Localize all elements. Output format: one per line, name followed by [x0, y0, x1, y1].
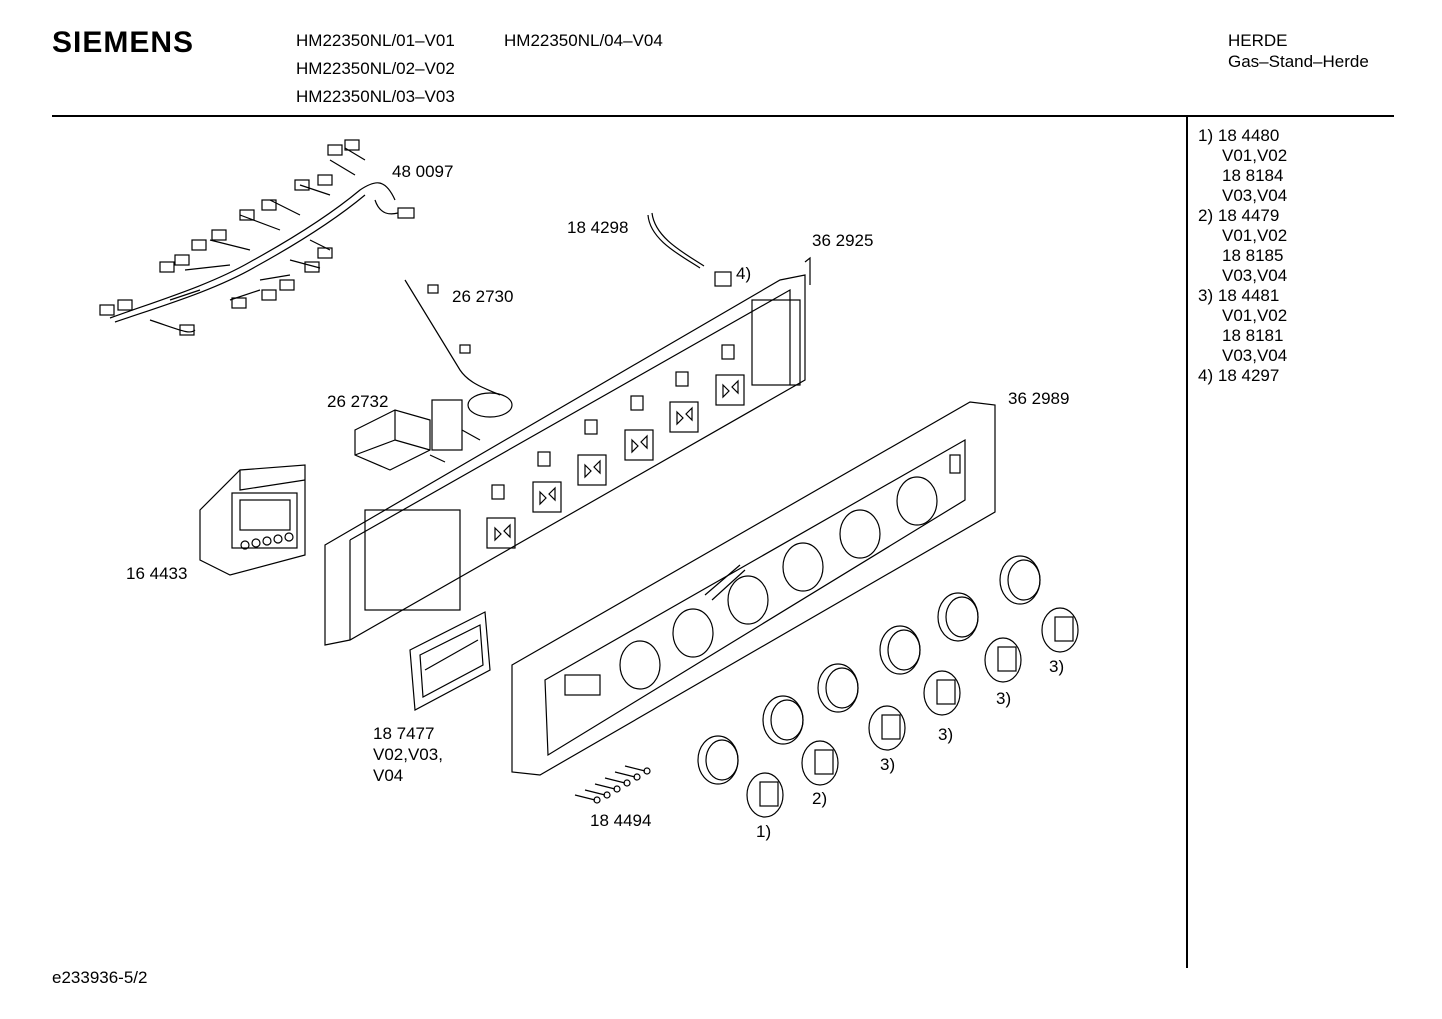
label-wire-harness: 48 0097	[392, 162, 454, 181]
front-control-panel-part	[511, 401, 996, 776]
note-part: 18 4297	[1217, 366, 1280, 385]
note-row: V01,V02	[1198, 146, 1287, 166]
note-part: V03,V04	[1222, 346, 1288, 365]
label-display-module: 16 4433	[126, 564, 188, 583]
note-row: 18 8185	[1198, 246, 1287, 266]
note-row: 1) 18 4480	[1198, 126, 1287, 146]
brand-logo: SIEMENS	[52, 26, 195, 59]
wire-harness-part	[99, 139, 415, 336]
label-ref-3a: 3)	[880, 755, 896, 774]
note-row: V01,V02	[1198, 226, 1287, 246]
note-row: 18 8184	[1198, 166, 1287, 186]
display-module-part	[199, 464, 306, 576]
label-ref-3d: 3)	[1049, 657, 1065, 676]
note-part: V01,V02	[1222, 226, 1288, 245]
screws-part	[574, 765, 651, 804]
note-row: V03,V04	[1198, 186, 1287, 206]
note-part: V03,V04	[1222, 266, 1288, 285]
label-rotary-switch: 26 2732	[327, 392, 389, 411]
connector-wire-part	[647, 212, 732, 287]
note-part: 18 4479	[1217, 206, 1280, 225]
knob-parts	[746, 607, 1079, 818]
label-handle-versions-1: V02,V03,	[373, 745, 443, 764]
note-row: V03,V04	[1198, 266, 1287, 286]
drawing-id: e233936-5/2	[52, 968, 148, 987]
note-part: 18 8181	[1222, 326, 1284, 345]
note-part: V01,V02	[1222, 146, 1288, 165]
label-rear-panel: 36 2925	[812, 231, 874, 250]
note-ref: 3)	[1198, 286, 1214, 305]
label-screws: 18 4494	[590, 811, 652, 830]
note-part: 18 8184	[1222, 166, 1284, 185]
knob-bezel-parts	[697, 555, 1041, 785]
note-part: V03,V04	[1222, 186, 1288, 205]
model-number-1: HM22350NL/01–V01	[296, 31, 455, 50]
note-row: V03,V04	[1198, 346, 1287, 366]
note-ref: 2)	[1198, 206, 1214, 225]
category-title: HERDE	[1228, 31, 1288, 50]
label-handle-frame: 18 7477	[373, 724, 435, 743]
note-part: 18 4480	[1217, 126, 1280, 145]
note-part: 18 8185	[1222, 246, 1284, 265]
category-subtitle: Gas–Stand–Herde	[1228, 52, 1369, 71]
rear-control-panel-part	[324, 256, 811, 646]
note-part: V01,V02	[1222, 306, 1288, 325]
note-ref: 1)	[1198, 126, 1214, 145]
note-row: 18 8181	[1198, 326, 1287, 346]
label-ref-3c: 3)	[996, 689, 1012, 708]
model-number-4: HM22350NL/04–V04	[504, 31, 663, 50]
part-notes-list: 1) 18 4480 V01,V02 18 8184 V03,V04 2) 18…	[1198, 126, 1287, 386]
label-probe-cable: 26 2730	[452, 287, 514, 306]
model-number-3: HM22350NL/03–V03	[296, 87, 455, 106]
note-part: 18 4481	[1217, 286, 1280, 305]
rotary-switch-part	[354, 399, 481, 471]
model-number-2: HM22350NL/02–V02	[296, 59, 455, 78]
label-ref-3b: 3)	[938, 725, 954, 744]
label-connector-wire: 18 4298	[567, 218, 629, 237]
label-front-panel: 36 2989	[1008, 389, 1070, 408]
probe-cable-part	[404, 279, 513, 418]
note-row: V01,V02	[1198, 306, 1287, 326]
label-ref-1: 1)	[756, 822, 772, 841]
note-row: 2) 18 4479	[1198, 206, 1287, 226]
label-ref-4: 4)	[736, 264, 752, 283]
note-ref: 4)	[1198, 366, 1214, 385]
label-ref-2: 2)	[812, 789, 828, 808]
note-row: 4) 18 4297	[1198, 366, 1287, 386]
note-row: 3) 18 4481	[1198, 286, 1287, 306]
handle-frame-part	[409, 611, 491, 711]
label-handle-versions-2: V04	[373, 766, 404, 785]
